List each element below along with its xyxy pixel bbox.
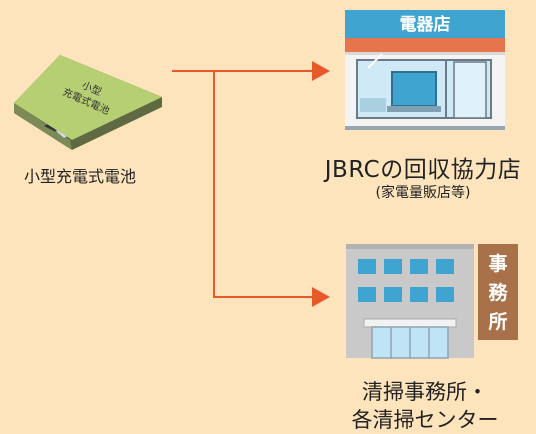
office-sign-char-1: 事 [488, 252, 507, 275]
store-door [453, 61, 487, 119]
store-sign [345, 10, 505, 38]
battery-body [14, 55, 162, 140]
office-window [410, 259, 428, 274]
arrow-line-to-office [213, 71, 316, 298]
office-window [384, 259, 402, 274]
office-building-illustration: 事 務 所 [346, 244, 518, 359]
connector-arrows [172, 61, 330, 307]
office-sign-char-2: 務 [488, 281, 508, 304]
office-name-line-2: 各清掃センター [351, 408, 499, 432]
store-tv [391, 71, 437, 107]
store-sign-text: 電器店 [400, 14, 451, 35]
electronics-store-illustration: 電器店 [345, 10, 505, 130]
office-name-line-1: 清掃事務所・ [362, 380, 488, 404]
office-window [436, 259, 454, 274]
office-sign-char-3: 所 [488, 311, 507, 333]
office-window [358, 287, 376, 302]
store-awning [345, 38, 505, 52]
office-window [436, 287, 454, 302]
office-window [358, 259, 376, 274]
store-subtitle: (家電量販店等) [375, 185, 471, 201]
battery-caption: 小型充電式電池 [23, 167, 136, 186]
arrowhead-office [312, 287, 330, 307]
battery-illustration: 小型 充電式電池 [14, 55, 162, 150]
store-name: JBRCの回収協力店 [324, 157, 522, 183]
office-window [384, 287, 402, 302]
office-window [410, 287, 428, 302]
office-sign [478, 244, 518, 340]
arrowhead-store [312, 61, 330, 81]
